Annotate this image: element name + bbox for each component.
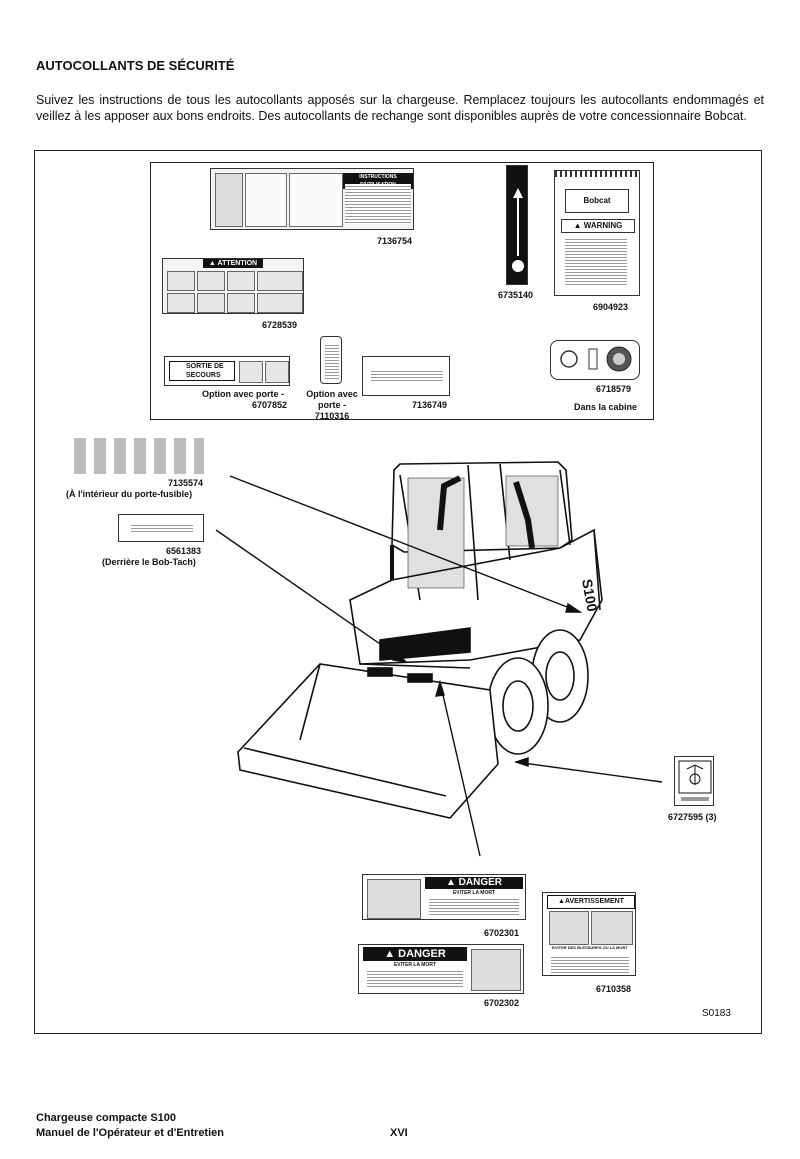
decal-6561383-image [118,514,204,542]
warning-header: ▲ WARNING [561,219,635,233]
fuse-note: (À l'intérieur du porte-fusible) [66,489,193,499]
decal-7136754-image: INSTRUCTIONS D'UTILISATION [210,168,414,230]
figure-frame [34,150,762,1034]
sortie-secours-text: SORTIE DE SECOURS [169,361,235,381]
loader-model-text: S100 [579,578,600,613]
decal-6718579-image [550,340,640,380]
decal-number-7110316: 7110316 [314,411,350,421]
decal-6735140-image [506,165,528,285]
decal-number-6561383: 6561383 [166,546,202,556]
decal-number-6727595: 6727595 (3) [668,812,717,822]
option-label-6707852: Option avec porte - [202,389,285,399]
decal-number-6728539: 6728539 [262,320,298,330]
decal-number-6735140: 6735140 [498,290,534,300]
avertissement-header: ▲AVERTISSEMENT [547,895,635,909]
decal-number-7135574: 7135574 [168,478,204,488]
decal-number-6710358: 6710358 [596,984,632,994]
avertissement-sub: EVITER DES BLESSURES OU LA MORT [552,945,628,950]
decal-panel [150,162,654,420]
footer-title: Chargeuse compacte S100 [36,1112,177,1124]
decal-7110316-image [320,336,342,384]
figure-code: S0183 [702,1008,731,1019]
danger-header-2: ▲ DANGER [363,947,467,961]
cabin-note: Dans la cabine [574,402,638,412]
option-label-7110316-line2: porte - [318,400,346,410]
decal-6702302-image: ▲ DANGER EVITER LA MORT [358,944,524,994]
decal-6710358-image: ▲AVERTISSEMENT EVITER DES BLESSURES OU L… [542,892,636,976]
decal-7135574-image [70,436,204,476]
decal-number-6707852: 6707852 [252,400,288,410]
intro-paragraph: Suivez les instructions de tous les auto… [36,93,764,123]
decal-6727595-image [674,756,714,806]
decal-6728539-image: ▲ ATTENTION [162,258,304,314]
decal-7136749-image [362,356,450,396]
decal-6702301-image: ▲ DANGER EVITER LA MORT [362,874,526,920]
decal-6707852-image: SORTIE DE SECOURS [164,356,290,386]
footer-subtitle: Manuel de l'Opérateur et d'Entretien [36,1127,224,1139]
danger-header-1: ▲ DANGER [425,877,523,889]
danger-sub-2: EVITER LA MORT [393,962,437,968]
attention-header: ▲ ATTENTION [203,259,263,268]
decal-number-6904923: 6904923 [593,302,629,312]
decal-number-7136749: 7136749 [412,400,448,410]
page-number: XVI [390,1127,408,1139]
bobcat-logo: Bobcat [565,189,629,213]
danger-sub-1: EVITER LA MORT [452,890,496,896]
decal-number-6702302: 6702302 [484,998,520,1008]
option-label-7110316-line1: Option avec [306,389,358,399]
decal-number-6702301: 6702301 [484,928,520,938]
decal-number-6718579: 6718579 [596,384,632,394]
bobtach-note: (Derrière le Bob-Tach) [102,557,196,567]
decal-6904923-image: Bobcat ▲ WARNING [554,170,640,296]
page-title: AUTOCOLLANTS DE SÉCURITÉ [36,58,235,73]
decal-number-7136754: 7136754 [377,236,413,246]
